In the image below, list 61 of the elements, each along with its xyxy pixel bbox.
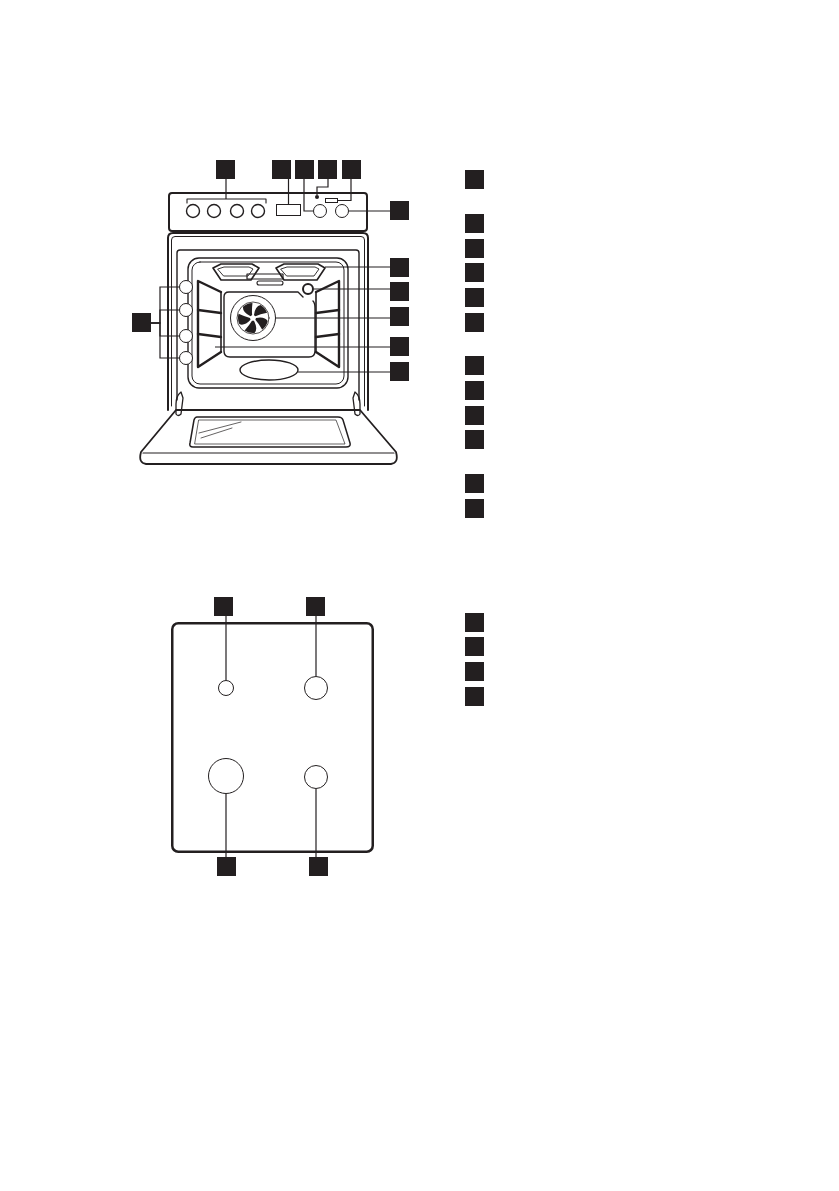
control-knob <box>313 204 327 218</box>
callout-marker <box>132 313 151 332</box>
callout-marker <box>390 258 409 277</box>
cooking-zone-ring <box>218 680 234 696</box>
leader-line <box>315 788 317 858</box>
leader-line <box>225 793 227 858</box>
callout-marker <box>465 637 484 656</box>
callout-marker <box>465 381 484 400</box>
callout-marker <box>390 282 409 301</box>
display-panel <box>276 204 301 216</box>
callout-marker <box>465 430 484 449</box>
callout-marker <box>465 499 484 518</box>
callout-marker <box>306 597 325 616</box>
callout-marker <box>465 356 484 375</box>
callout-marker <box>465 662 484 681</box>
callout-marker <box>465 288 484 307</box>
shelf-position-ring <box>179 303 193 317</box>
callout-marker <box>390 337 409 356</box>
shelf-position-ring <box>179 351 193 365</box>
control-knob <box>335 204 349 218</box>
callout-marker <box>465 474 484 493</box>
cooking-zone-ring <box>208 758 244 794</box>
leader-line <box>313 288 391 290</box>
shelf-position-ring <box>179 329 193 343</box>
leader-line <box>316 178 329 196</box>
leader-line <box>348 210 391 212</box>
callout-marker <box>390 307 409 326</box>
leader-line <box>297 371 391 373</box>
leader-line <box>303 178 314 212</box>
callout-marker <box>465 170 484 189</box>
leader-line <box>275 317 391 319</box>
callout-marker <box>217 857 236 876</box>
callout-marker <box>465 406 484 425</box>
shelf-position-ring <box>179 280 193 294</box>
callout-marker <box>295 160 314 179</box>
callout-marker <box>390 201 409 220</box>
leader-line <box>214 346 391 348</box>
leader-line <box>150 322 180 359</box>
callout-marker <box>318 160 337 179</box>
callout-marker <box>465 687 484 706</box>
lamp-ring <box>302 283 314 295</box>
callout-marker <box>309 857 328 876</box>
callout-marker <box>342 160 361 179</box>
callout-marker <box>465 214 484 233</box>
callout-marker <box>465 313 484 332</box>
callout-marker <box>272 160 291 179</box>
cooking-zone-ring <box>304 676 328 700</box>
leader-line <box>315 615 317 677</box>
callout-marker <box>465 239 484 258</box>
leader-line <box>225 615 227 681</box>
callout-marker <box>465 613 484 632</box>
callout-marker <box>390 362 409 381</box>
callout-marker <box>214 597 233 616</box>
indicator-bar <box>325 198 338 203</box>
cooking-zone-ring <box>304 765 328 789</box>
leader-line <box>287 178 290 205</box>
callout-marker <box>465 263 484 282</box>
callout-marker <box>216 160 235 179</box>
leader-line <box>225 178 227 200</box>
leader-line <box>337 178 352 202</box>
leader-line <box>324 266 391 268</box>
